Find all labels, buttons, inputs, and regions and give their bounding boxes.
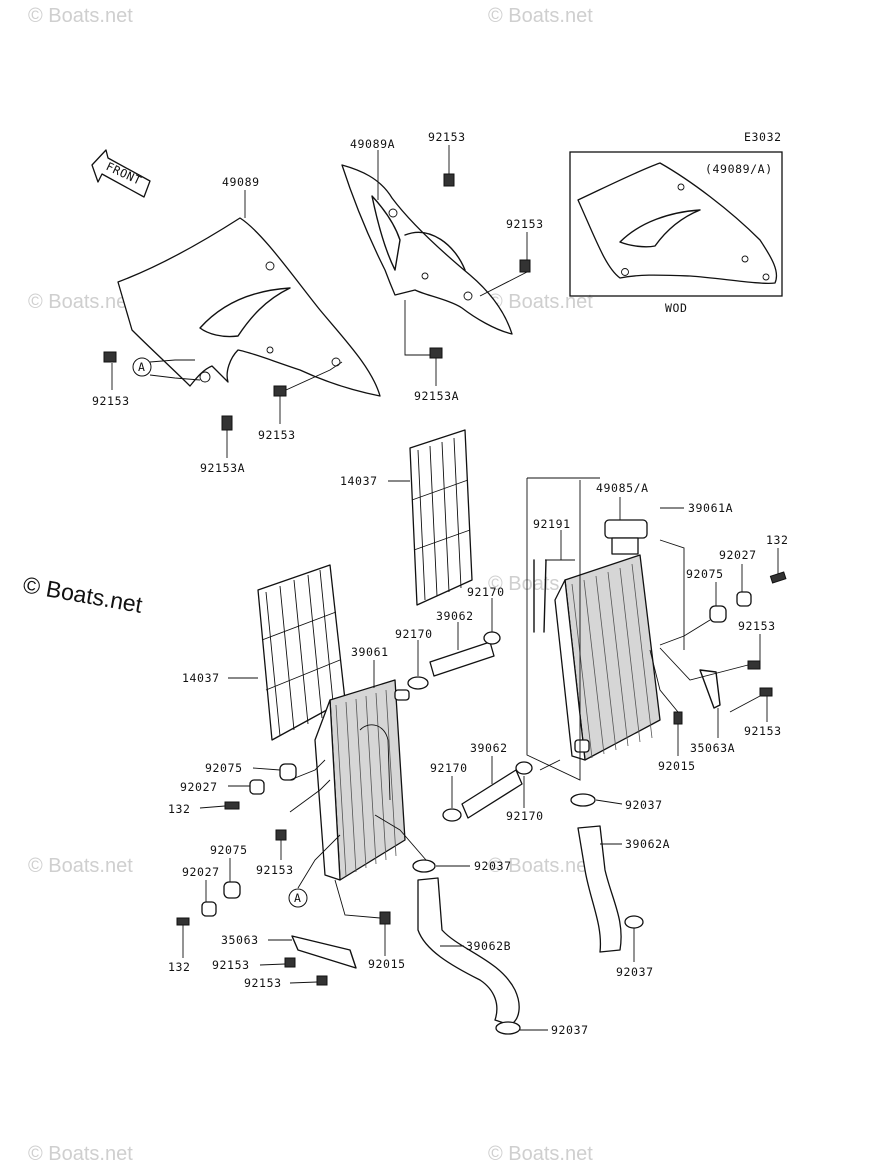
diagram-code: E3032 xyxy=(744,130,782,144)
watermark: © Boats.net xyxy=(488,291,593,313)
label-39062A: 39062A xyxy=(625,837,670,851)
label-35063: 35063 xyxy=(221,933,259,947)
svg-text:A: A xyxy=(294,891,302,905)
label-92037: 92037 xyxy=(625,798,663,812)
label-39062: 39062 xyxy=(470,741,508,755)
label-14037: 14037 xyxy=(182,671,220,685)
label-92075: 92075 xyxy=(210,843,248,857)
label-92037: 92037 xyxy=(616,965,654,979)
label-49089: 49089 xyxy=(222,175,260,189)
radiator-right xyxy=(554,519,661,761)
label-132: 132 xyxy=(168,802,191,816)
label-92015: 92015 xyxy=(368,957,406,971)
label-92027: 92027 xyxy=(180,780,218,794)
radiator-shroud-right xyxy=(341,164,513,335)
label-92153: 92153 xyxy=(428,130,466,144)
watermark: © Boats.net xyxy=(28,1143,133,1165)
svg-text:A: A xyxy=(138,360,146,374)
watermarks: © Boats.net © Boats.net © Boats.net © Bo… xyxy=(21,5,593,1165)
label-92191: 92191 xyxy=(533,517,571,531)
part-labels: 49089 49089A 92153 92153 92153 92153 921… xyxy=(92,130,789,1037)
leader-lines xyxy=(111,145,779,1031)
label-14037: 14037 xyxy=(340,474,378,488)
ref-marker-top: A xyxy=(132,357,152,377)
label-92170: 92170 xyxy=(430,761,468,775)
hoses xyxy=(417,559,622,1026)
ref-marker-bottom: A xyxy=(288,888,308,908)
label-49089A: 49089A xyxy=(350,137,395,151)
label-92027: 92027 xyxy=(719,548,757,562)
label-92153: 92153 xyxy=(738,619,776,633)
radiator-grille-upper xyxy=(409,429,473,606)
label-39061A: 39061A xyxy=(688,501,733,515)
clamps xyxy=(407,631,644,1035)
label-39062B: 39062B xyxy=(466,939,511,953)
label-92153: 92153 xyxy=(258,428,296,442)
label-92037: 92037 xyxy=(551,1023,589,1037)
watermark-prominent: © Boats.net xyxy=(21,571,145,618)
label-132: 132 xyxy=(168,960,191,974)
label-92037: 92037 xyxy=(474,859,512,873)
watermark: © Boats.net xyxy=(488,5,593,27)
radiator-cap-icon xyxy=(604,519,648,539)
label-92170: 92170 xyxy=(506,809,544,823)
label-92153: 92153 xyxy=(506,217,544,231)
front-arrow-icon: FRONT xyxy=(91,149,151,198)
watermark: © Boats.net xyxy=(28,855,133,877)
inset-panel: (49089/A) WOD xyxy=(569,151,783,315)
label-92153: 92153 xyxy=(212,958,250,972)
inset-caption: WOD xyxy=(665,301,688,315)
label-132: 132 xyxy=(766,533,789,547)
hose-39062-upper xyxy=(429,641,495,677)
hose-39062-lower xyxy=(461,769,523,819)
watermark: © Boats.net xyxy=(488,1143,593,1165)
label-92153: 92153 xyxy=(256,863,294,877)
label-92170: 92170 xyxy=(395,627,433,641)
label-92075: 92075 xyxy=(686,567,724,581)
label-92153: 92153 xyxy=(744,724,782,738)
label-92075: 92075 xyxy=(205,761,243,775)
watermark: © Boats.net xyxy=(28,291,133,313)
label-92027: 92027 xyxy=(182,865,220,879)
label-92015: 92015 xyxy=(658,759,696,773)
watermark: © Boats.net xyxy=(28,5,133,27)
inset-title: (49089/A) xyxy=(705,162,773,176)
label-39061: 39061 xyxy=(351,645,389,659)
label-49085A: 49085/A xyxy=(596,481,649,495)
radiator-left xyxy=(314,679,410,881)
label-92153: 92153 xyxy=(244,976,282,990)
radiator-shroud-left xyxy=(117,217,381,397)
label-92170: 92170 xyxy=(467,585,505,599)
hose-39062A xyxy=(577,825,622,953)
watermark: © Boats.net xyxy=(488,855,593,877)
hose-92191 xyxy=(533,559,547,633)
label-92153A: 92153A xyxy=(414,389,459,403)
label-35063A: 35063A xyxy=(690,741,735,755)
label-92153: 92153 xyxy=(92,394,130,408)
label-92153A: 92153A xyxy=(200,461,245,475)
label-39062: 39062 xyxy=(436,609,474,623)
